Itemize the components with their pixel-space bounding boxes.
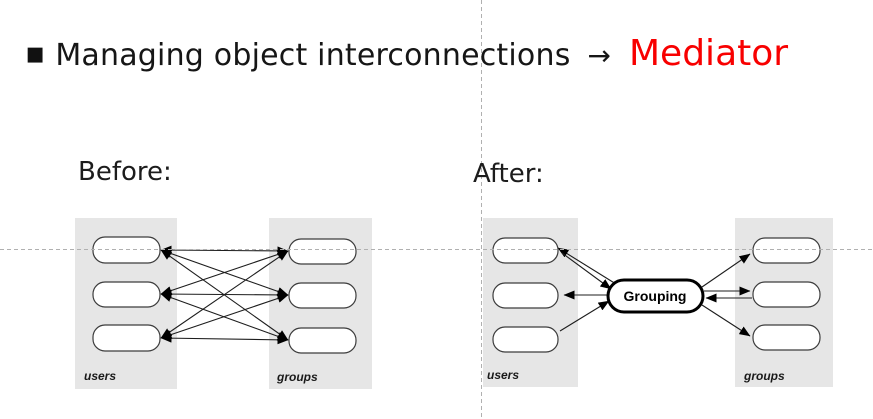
group-node (288, 238, 357, 265)
after-users-label: users (487, 368, 519, 382)
before-users-label: users (84, 369, 116, 383)
mediator-label: Grouping (624, 288, 687, 304)
arrow-right-icon: → (587, 39, 611, 72)
before-groups-label: groups (276, 370, 318, 384)
connection-arrow (559, 300, 610, 332)
mediator-node (606, 278, 705, 314)
connection-arrow (561, 252, 612, 290)
connection-arrow (160, 294, 289, 339)
group-node (288, 282, 357, 309)
after-groups-label: groups (743, 369, 785, 383)
title-text: Managing object interconnections (55, 38, 571, 73)
title-highlight: Mediator (629, 33, 789, 74)
before-label: Before: (78, 157, 172, 187)
group-node (288, 327, 357, 354)
connection-arrow (160, 245, 289, 256)
group-node (752, 237, 821, 264)
bullet-icon: ▪ (25, 36, 46, 71)
after-diagram: Grouping users groups (483, 218, 833, 387)
group-node (752, 324, 821, 351)
connection-arrow (160, 250, 289, 295)
user-node (92, 281, 161, 308)
connection-arrow (701, 304, 751, 337)
after-label: After: (473, 159, 544, 189)
connection-arrow (160, 333, 289, 345)
connection-arrow (701, 253, 751, 288)
user-node (492, 237, 559, 264)
before-diagram: users groups (75, 218, 372, 389)
user-node (492, 326, 559, 353)
connection-arrow (557, 247, 617, 285)
user-node (492, 282, 559, 309)
after-connections (557, 247, 752, 337)
slide-title: ▪ Managing object interconnections → Med… (25, 36, 788, 72)
group-node (752, 281, 821, 308)
before-connections (160, 245, 289, 345)
user-node (92, 324, 161, 352)
